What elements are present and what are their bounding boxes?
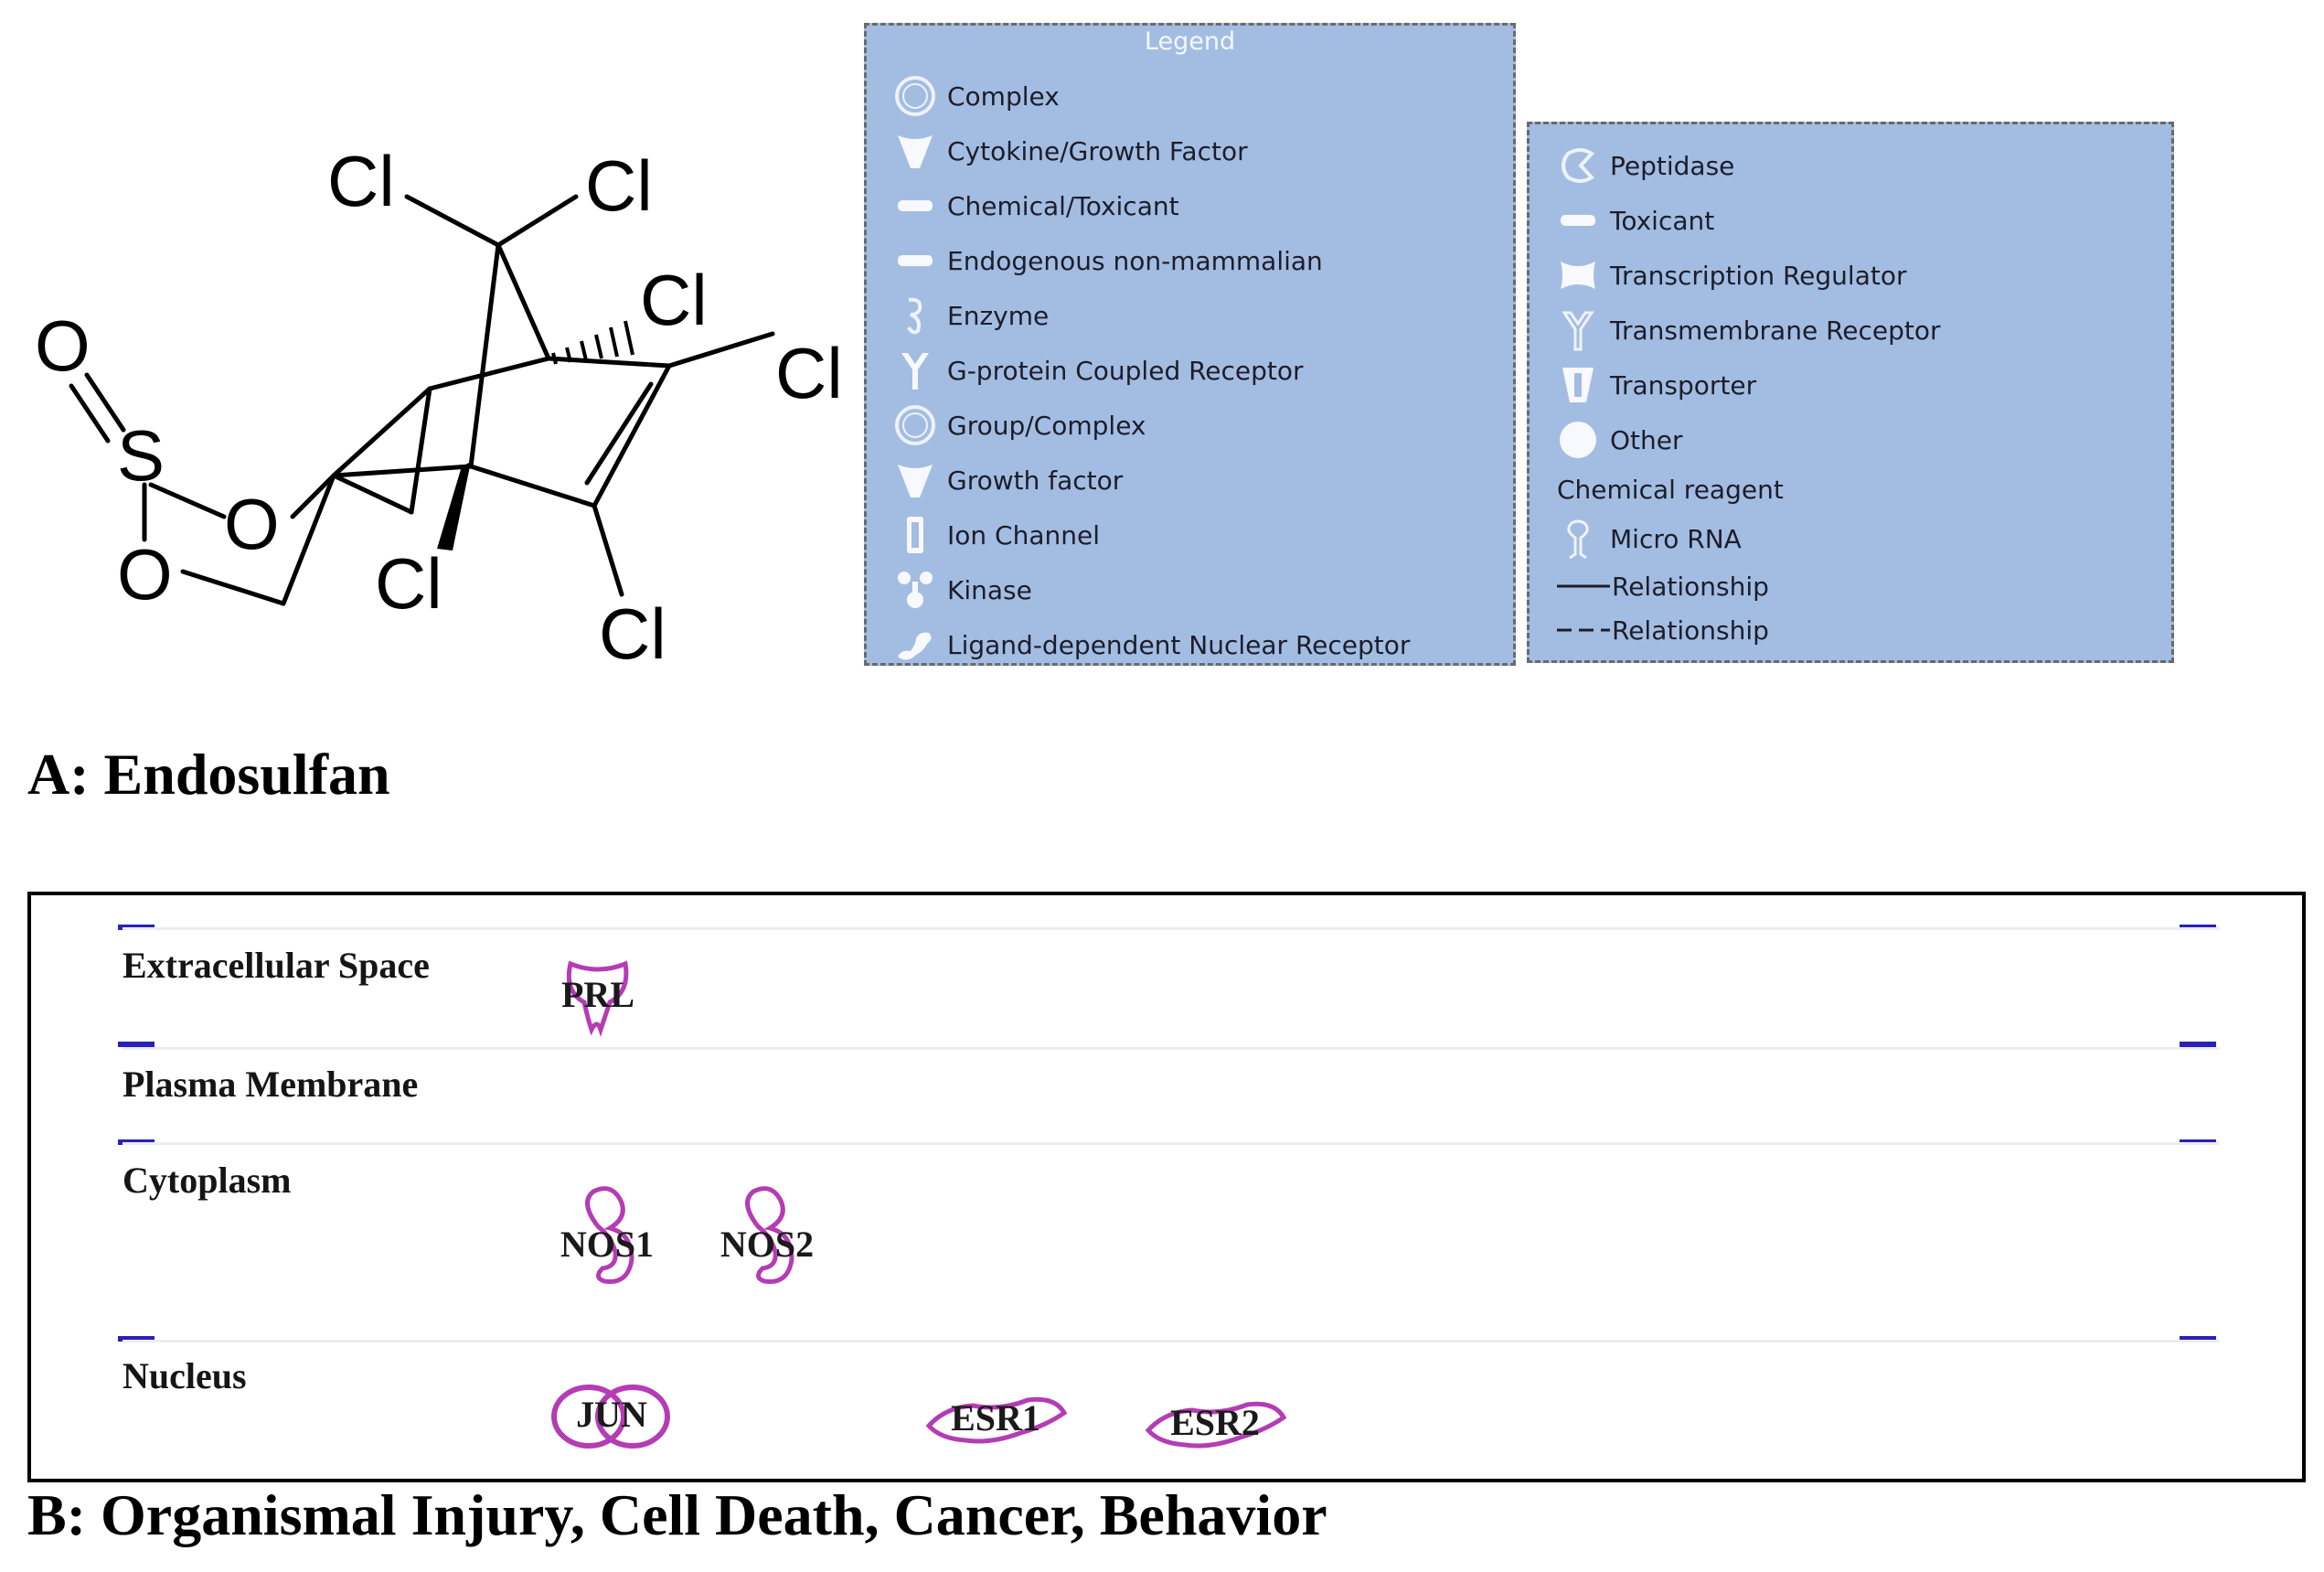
transporter-icon [1546, 362, 1610, 408]
legend-panel-continued: Peptidase Toxicant Transcription Regulat… [1527, 122, 2174, 663]
atom-o: O [117, 534, 173, 615]
lane-label-cytoplasm: Cytoplasm [123, 1160, 292, 1201]
legend-item-growth-factor: Growth factor [883, 457, 1123, 503]
group-icon [883, 402, 947, 448]
ion-channel-icon [883, 512, 947, 558]
legend-item-relationship-dashed: Relationship [1557, 607, 1769, 653]
nuclear-receptor-icon [883, 622, 947, 668]
legend-panel: Legend Complex Cytokine/Growth Factor Ch… [864, 23, 1516, 666]
legend-item-ion-channel: Ion Channel [883, 512, 1100, 558]
legend-item-nuclear-receptor: Ligand-dependent Nuclear Receptor [883, 622, 1410, 668]
lane-label-plasma-membrane: Plasma Membrane [123, 1064, 419, 1105]
endosulfan-structure: Cl Cl Cl Cl Cl Cl O S O O [35, 141, 843, 674]
lane-divider [123, 1047, 2220, 1050]
legend-item-endogenous: Endogenous non-mammalian [883, 238, 1323, 283]
chemical-icon [883, 183, 947, 229]
legend-item-group: Group/Complex [883, 402, 1146, 448]
lane-label-extracellular: Extracellular Space [123, 945, 430, 986]
toxicant-icon [1546, 198, 1610, 243]
caption-panel-b: B: Organismal Injury, Cell Death, Cancer… [27, 1482, 1327, 1547]
legend-item-relationship-solid: Relationship [1557, 563, 1769, 609]
node-nos1[interactable]: NOS1 [529, 1179, 685, 1289]
dashed-line-icon [1557, 628, 1610, 632]
enzyme-shape-icon [745, 1186, 794, 1284]
growth-factor-icon [883, 457, 947, 503]
lane-divider [123, 1340, 2220, 1342]
kinase-icon [883, 567, 947, 613]
legend-item-transcription-regulator: Transcription Regulator [1546, 252, 1907, 298]
caption-panel-a: A: Endosulfan [27, 742, 390, 807]
enzyme-icon [883, 293, 947, 338]
atom-cl: Cl [375, 543, 442, 624]
legend-item-transporter: Transporter [1546, 362, 1756, 408]
node-esr2[interactable]: ESR2 [1137, 1385, 1293, 1494]
node-nos2[interactable]: NOS2 [689, 1179, 845, 1289]
lane-divider [123, 1142, 2220, 1145]
legend-item-chemical: Chemical/Toxicant [883, 183, 1179, 229]
endogenous-icon [883, 238, 947, 283]
legend-item-enzyme: Enzyme [883, 293, 1049, 338]
peptidase-icon [1546, 143, 1610, 188]
transcription-regulator-icon [1546, 252, 1610, 298]
atom-o: O [35, 305, 91, 386]
legend-title: Legend [1144, 27, 1236, 56]
legend-item-cytokine: Cytokine/Growth Factor [883, 128, 1248, 174]
atom-cl: Cl [640, 260, 708, 340]
legend-heading-chemical-reagent: Chemical reagent [1557, 474, 1784, 505]
lane-label-nucleus: Nucleus [123, 1355, 247, 1396]
atom-o: O [224, 484, 280, 564]
atom-cl: Cl [599, 594, 666, 674]
lane-divider [123, 927, 2220, 930]
node-prl[interactable]: PRL [520, 946, 676, 1055]
lane-marker [2180, 1336, 2216, 1342]
atom-cl: Cl [585, 145, 653, 226]
legend-item-kinase: Kinase [883, 567, 1032, 613]
pathway-panel: Extracellular Space Plasma Membrane Cyto… [27, 892, 2306, 1482]
node-jun[interactable]: JUN [534, 1371, 689, 1481]
legend-item-gpcr: G-protein Coupled Receptor [883, 348, 1304, 393]
atom-cl: Cl [775, 333, 843, 413]
complex-icon [883, 73, 947, 119]
atom-cl: Cl [327, 141, 395, 221]
atom-s: S [117, 415, 165, 496]
solid-line-icon [1557, 584, 1610, 588]
lane-marker [118, 1336, 155, 1342]
legend-item-other: Other [1546, 417, 1683, 463]
legend-item-toxicant: Toxicant [1546, 198, 1714, 243]
legend-item-micro-rna: Micro RNA [1546, 516, 1742, 561]
legend-item-peptidase: Peptidase [1546, 143, 1734, 188]
legend-item-transmembrane-receptor: Transmembrane Receptor [1546, 307, 1941, 353]
cytokine-shape-icon [566, 960, 629, 1037]
lane-marker [118, 1042, 155, 1047]
legend-item-complex: Complex [883, 73, 1060, 119]
gpcr-icon [883, 348, 947, 393]
cytokine-icon [883, 128, 947, 174]
node-esr1[interactable]: ESR1 [918, 1380, 1073, 1490]
other-icon [1546, 417, 1610, 463]
nuclear-receptor-shape-icon [1145, 1401, 1287, 1449]
nuclear-receptor-shape-icon [925, 1396, 1068, 1444]
transmembrane-receptor-icon [1546, 307, 1610, 353]
micro-rna-icon [1546, 516, 1610, 561]
enzyme-shape-icon [585, 1186, 634, 1284]
transcription-regulator-shape-icon [551, 1385, 670, 1449]
lane-marker [2180, 1042, 2216, 1047]
